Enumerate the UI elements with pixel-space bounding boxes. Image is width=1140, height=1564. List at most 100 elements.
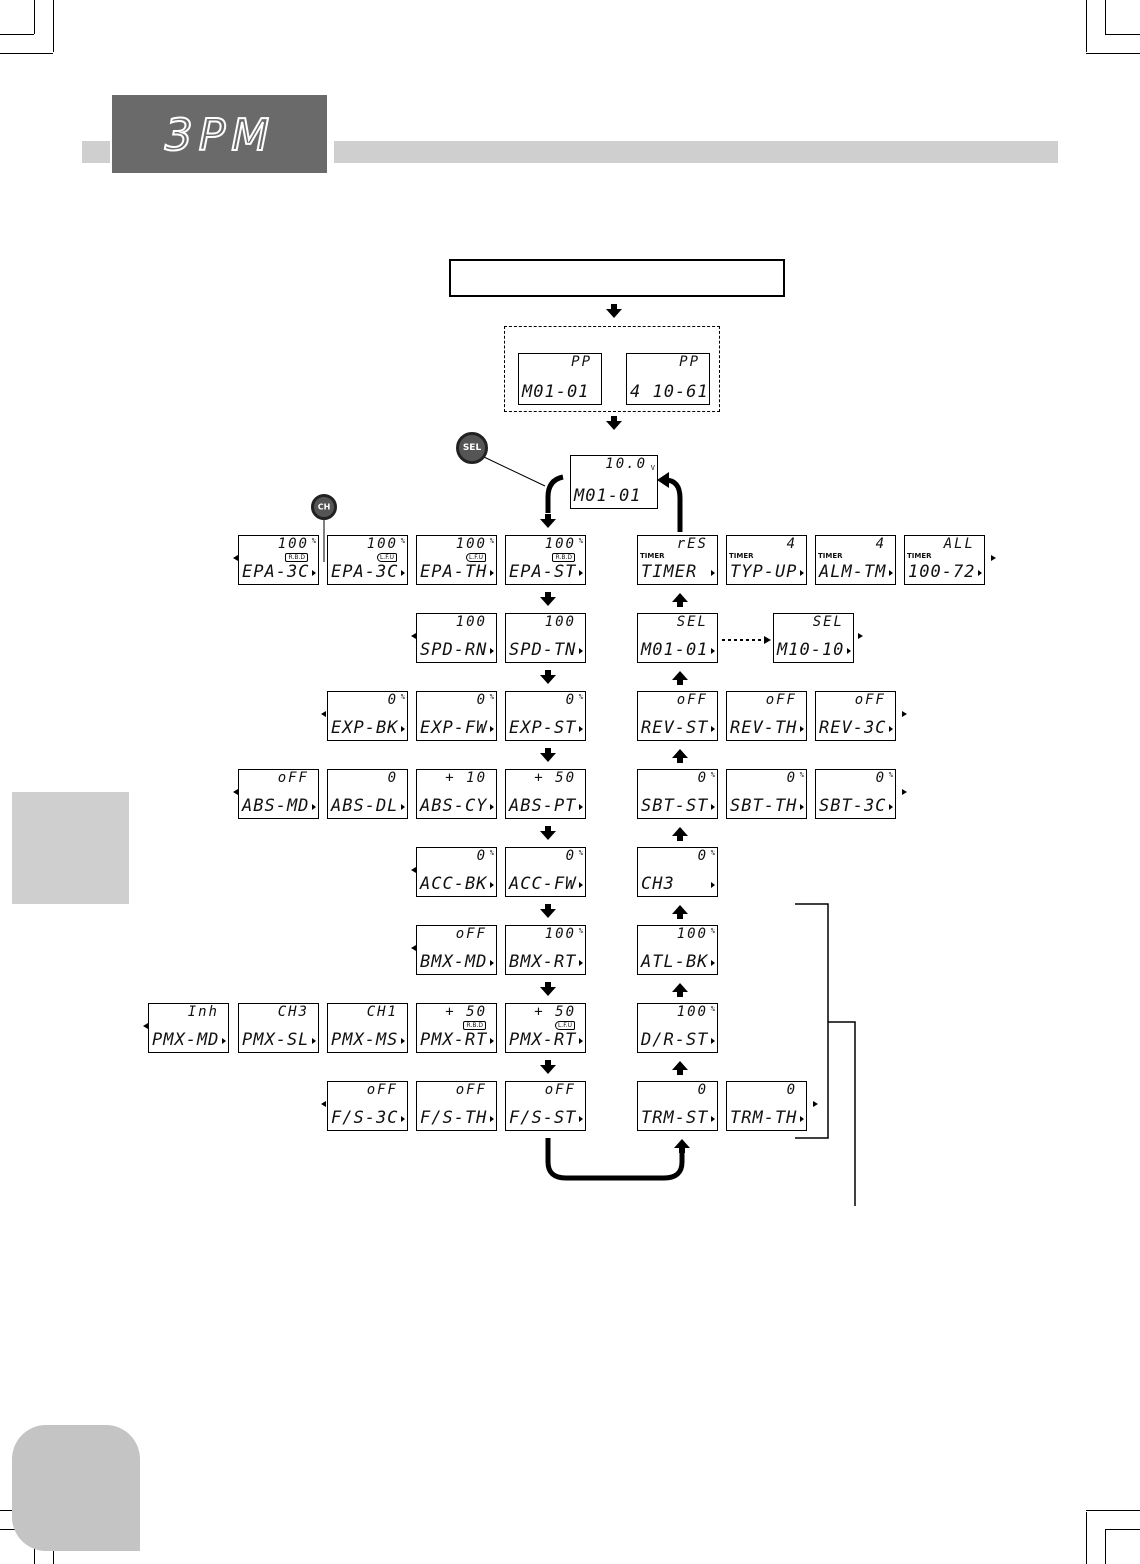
crop-mark [0,34,34,35]
lcd-badge: R.B.D [285,553,308,562]
scroll-right-arrow [902,711,907,717]
lcd-value: 0 [786,1082,797,1098]
lcd-cursor-icon [711,882,715,888]
lcd-label: TIMER [640,552,665,560]
lcd-item-name: REV-3C [819,718,887,738]
lcd-screen-exp-bk: 0% EXP-BK [327,691,408,741]
down-arrow [606,416,622,430]
crop-mark [53,0,54,52]
lcd-cursor-icon [490,882,494,888]
lcd-value: 100 [455,536,487,552]
lcd-cursor-icon [579,648,583,654]
lcd-cursor-icon [401,726,405,732]
crop-mark [1105,34,1140,35]
lcd-cursor-icon [490,1038,494,1044]
lcd-cursor-icon [889,804,893,810]
lcd-value: + 50 [534,1004,576,1020]
lcd-value: 0 [476,692,487,708]
lcd-item-name: TIMER [641,562,698,582]
lcd-value: oFF [544,1082,576,1098]
lcd-value: oFF [854,692,886,708]
lcd-value: oFF [765,692,797,708]
lcd-item-name: EXP-FW [420,718,488,738]
lcd-cursor-icon [579,804,583,810]
lcd-cursor-icon [490,960,494,966]
lcd-value: 100 [676,926,708,942]
lcd-item-name: EPA-3C [331,562,399,582]
sel-button: SEL [456,432,488,464]
lcd-item-name: EPA-TH [420,562,488,582]
crop-mark [1086,0,1087,52]
header-bar [334,141,1058,163]
crop-mark [1086,1510,1140,1511]
lcd-value: 0 [786,770,797,786]
lcd-badge: L.F.U [554,1021,575,1030]
lcd-cursor-icon [847,648,851,654]
scroll-left-arrow [233,555,238,561]
scroll-left-arrow [233,789,238,795]
lcd-unit: % [710,849,715,857]
lcd-screen-ch3: 0%CH3 [637,847,718,897]
lcd-item-name: 100-72 [908,562,976,582]
lcd-screen-dr-st: 100%D/R-ST [637,1003,718,1053]
lcd-value: Inh [187,1004,219,1020]
power-on-box [449,259,785,297]
lcd-screen-acc-bk: 0%ACC-BK [416,847,497,897]
lcd-value: + 50 [534,770,576,786]
lcd-value: 0 [875,770,886,786]
crop-mark [1105,0,1106,34]
lcd-unit: % [489,693,494,701]
left-arrow [657,472,669,488]
lcd-item-name: TYP-UP [730,562,798,582]
lcd-unit: % [578,927,583,935]
lcd-cursor-icon [711,1116,715,1122]
lcd-unit: % [578,693,583,701]
lcd-screen-rev-3c: oFF REV-3C [815,691,896,741]
lcd-item-name: BMX-MD [420,952,488,972]
scroll-left-arrow [143,1023,148,1029]
lcd-value: 0 [387,692,398,708]
crop-mark [1086,53,1140,54]
lcd-item-name: PMX-RT [509,1030,577,1050]
lcd-item-name: EXP-BK [331,718,399,738]
lcd-value: CH1 [366,1004,398,1020]
lcd-item-name: EPA-ST [509,562,577,582]
lcd-cursor-icon [579,960,583,966]
lcd-cursor-icon [222,1038,226,1044]
lcd-label: TIMER [907,552,932,560]
scroll-left-arrow [321,1101,326,1107]
lcd-screen-atl-bk: 100%ATL-BK [637,925,718,975]
lcd-item-name: PMX-SL [242,1030,310,1050]
lcd-unit: % [311,537,316,545]
lcd-badge: L.F.U [465,553,486,562]
lcd-screen-sbt-th: 0%SBT-TH [726,769,807,819]
lcd-cursor-icon [800,726,804,732]
lcd-value: + 10 [445,770,487,786]
lcd-item-name: PMX-RT [420,1030,488,1050]
lcd-cursor-icon [312,1038,316,1044]
lcd-unit: % [578,849,583,857]
lcd-item-name: D/R-ST [641,1030,709,1050]
logo-text: 3PM [165,110,276,161]
lcd-cursor-icon [711,1038,715,1044]
scroll-left-arrow [411,945,416,951]
scroll-right-arrow [902,789,907,795]
lcd-item-name: PMX-MD [152,1030,220,1050]
lcd-item-name: ALM-TM [819,562,887,582]
lcd-cursor-icon [711,648,715,654]
lcd-label: TIMER [818,552,843,560]
lcd-badge: R.B.D [552,553,575,562]
lcd-cursor-icon [579,1116,583,1122]
crop-mark [0,53,53,54]
lcd-cursor-icon [711,804,715,810]
lcd-unit: % [400,693,405,701]
